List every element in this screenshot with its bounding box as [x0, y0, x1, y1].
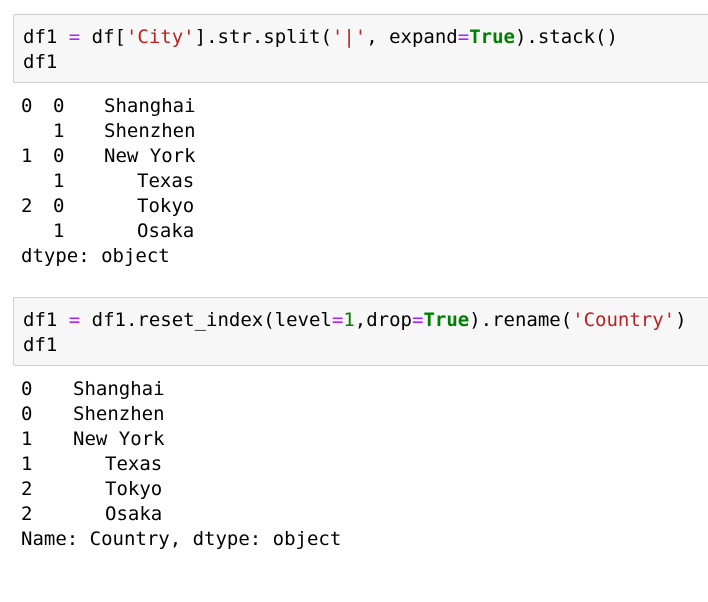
series-value: Shanghai: [73, 378, 165, 400]
series-value: Shenzhen: [104, 120, 196, 142]
code-string: 'City': [125, 26, 195, 48]
index-value: 0: [21, 403, 33, 425]
index-value: 2: [21, 503, 33, 525]
output-row: 1 Osaka: [21, 219, 194, 244]
index-level-1: 0: [53, 145, 65, 167]
index-level-1: 0: [53, 95, 65, 117]
code-keyword: True: [423, 309, 470, 331]
code-operator: =: [68, 26, 81, 48]
series-value: New York: [104, 145, 196, 167]
code-line: df1 = df['City'].str.split('|', expand=T…: [23, 25, 618, 50]
series-value: Osaka: [137, 220, 195, 242]
index-level-1: 0: [53, 195, 65, 217]
code-token: ).stack(): [514, 26, 618, 48]
output-row: 2 0 Tokyo: [21, 194, 194, 219]
output-row: 1 Shenzhen: [21, 119, 196, 144]
code-operator: =: [331, 309, 344, 331]
code-cell-1-input[interactable]: df1 = df['City'].str.split('|', expand=T…: [13, 14, 708, 83]
code-token: ): [675, 309, 687, 331]
index-level-1: 1: [53, 120, 65, 142]
index-value: 1: [21, 453, 33, 475]
index-value: 2: [21, 478, 33, 500]
output-row: 2 Tokyo: [21, 477, 162, 502]
code-token: df1: [23, 26, 69, 48]
code-cell-1-output: 0 0 Shanghai 1 Shenzhen 1 0 New York 1 T…: [21, 94, 701, 274]
code-string: '|': [331, 26, 367, 48]
series-value: New York: [73, 428, 165, 450]
output-row: 1 Texas: [21, 169, 194, 194]
code-token: df[: [80, 26, 126, 48]
output-row: 1 Texas: [21, 452, 162, 477]
series-value: Osaka: [105, 503, 163, 525]
code-line: df1: [23, 334, 58, 356]
code-token: df1: [23, 309, 69, 331]
code-keyword: True: [469, 26, 515, 48]
output-footer: dtype: object: [21, 245, 170, 267]
output-row: 0 0 Shanghai: [21, 94, 196, 119]
output-footer: Name: Country, dtype: object: [21, 528, 342, 550]
code-token: ,drop: [354, 309, 412, 331]
series-value: Tokyo: [105, 478, 163, 500]
code-token: ).rename(: [469, 309, 573, 331]
code-string: 'Country': [572, 309, 676, 331]
code-cell-2-input[interactable]: df1 = df1.reset_index(level=1,drop=True)…: [13, 297, 708, 366]
code-token: , expand: [366, 26, 458, 48]
code-number: 1: [343, 309, 355, 331]
notebook-page: { "cells": [ { "input": { "line1": { "t1…: [13, 14, 708, 557]
code-line: df1 = df1.reset_index(level=1,drop=True)…: [23, 308, 687, 333]
index-value: 0: [21, 378, 33, 400]
series-value: Texas: [137, 170, 195, 192]
series-value: Texas: [105, 453, 163, 475]
output-row: 1 0 New York: [21, 144, 196, 169]
index-level-0: 1: [21, 145, 33, 167]
code-cell-2-output: 0 Shanghai 0 Shenzhen 1 New York 1 Texas…: [21, 377, 701, 557]
output-row: 0 Shenzhen: [21, 402, 165, 427]
series-value: Tokyo: [137, 195, 195, 217]
code-operator: =: [68, 309, 81, 331]
series-value: Shanghai: [104, 95, 196, 117]
index-value: 1: [21, 428, 33, 450]
code-line: df1: [23, 51, 58, 73]
index-level-0: 0: [21, 95, 33, 117]
series-value: Shenzhen: [73, 403, 165, 425]
index-level-1: 1: [53, 220, 65, 242]
output-row: 1 New York: [21, 427, 165, 452]
output-row: 2 Osaka: [21, 502, 162, 527]
code-token: ].str.split(: [194, 26, 332, 48]
output-row: 0 Shanghai: [21, 377, 165, 402]
code-operator: =: [412, 309, 424, 331]
code-operator: =: [457, 26, 470, 48]
index-level-0: 2: [21, 195, 33, 217]
index-level-1: 1: [53, 170, 65, 192]
code-token: df1.reset_index(level: [80, 309, 332, 331]
